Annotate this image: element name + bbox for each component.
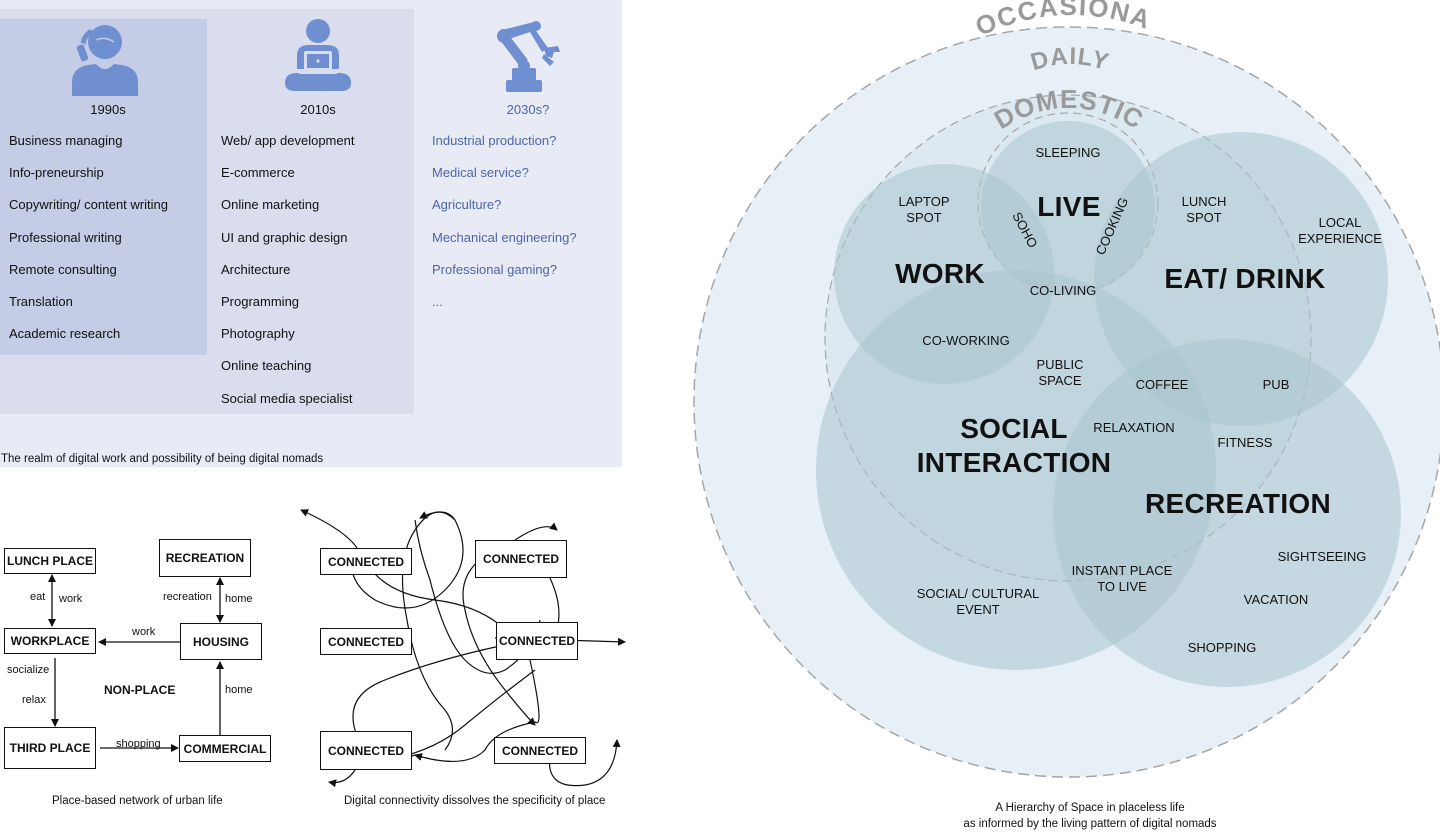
spot-fitness: FITNESS bbox=[1217, 435, 1273, 450]
spot-co-working: CO-WORKING bbox=[922, 333, 1010, 348]
spot-sightseeing: SIGHTSEEING bbox=[1277, 549, 1367, 564]
job-item: Remote consulting bbox=[9, 261, 117, 277]
connected-node: CONNECTED bbox=[320, 731, 412, 770]
job-item: Academic research bbox=[9, 326, 121, 342]
era-label-2030s: 2030s? bbox=[506, 102, 550, 117]
edge-label-relax: relax bbox=[22, 694, 46, 706]
edge-label-socialize: socialize bbox=[7, 664, 50, 676]
job-item: Photography bbox=[221, 326, 295, 342]
zone-label-social: SOCIAL bbox=[960, 413, 1068, 444]
spot-social-cultural-event: SOCIAL/ CULTURAL EVENT bbox=[916, 586, 1040, 617]
edge-label-home: home bbox=[225, 593, 253, 605]
spot-co-living: CO-LIVING bbox=[1029, 283, 1097, 298]
zone-label-interaction: INTERACTION bbox=[916, 447, 1112, 478]
job-item: Industrial production? bbox=[432, 133, 557, 148]
job-list-2010s: Web/ app development E-commerce Online m… bbox=[221, 125, 354, 415]
job-list-2030s: Industrial production? Medical service? … bbox=[432, 125, 577, 318]
spot-local-experience: LOCAL EXPERIENCE bbox=[1298, 215, 1382, 246]
node-third-place: THIRD PLACE bbox=[4, 727, 96, 769]
spot-instant-place: INSTANT PLACE TO LIVE bbox=[1071, 563, 1173, 594]
job-item: UI and graphic design bbox=[221, 229, 348, 245]
job-item: Business managing bbox=[9, 133, 123, 148]
connected-node: CONNECTED bbox=[496, 622, 578, 660]
job-item: Professional gaming? bbox=[432, 261, 558, 277]
spot-lunch: LUNCH SPOT bbox=[1181, 194, 1227, 225]
place-network-caption: Place-based network of urban life bbox=[52, 795, 223, 807]
edge-label-recreation: recreation bbox=[163, 591, 212, 603]
job-item: E-commerce bbox=[221, 165, 295, 181]
job-item: ... bbox=[432, 294, 443, 310]
place-network-edges bbox=[48, 574, 224, 752]
connected-node: CONNECTED bbox=[494, 737, 586, 764]
edge-label-work: work bbox=[132, 626, 156, 638]
spot-sleeping: SLEEPING bbox=[1035, 145, 1101, 160]
digital-network-caption: Digital connectivity dissolves the speci… bbox=[344, 795, 606, 807]
job-item: Info-preneurship bbox=[9, 165, 104, 181]
job-item: Medical service? bbox=[432, 165, 529, 181]
job-item: Architecture bbox=[221, 261, 291, 277]
job-item: Mechanical engineering? bbox=[432, 229, 577, 245]
spot-relaxation: RELAXATION bbox=[1093, 420, 1175, 435]
node-recreation: RECREATION bbox=[159, 539, 251, 577]
job-item: Online teaching bbox=[221, 358, 312, 374]
hierarchy-caption-line2: as informed by the living pattern of dig… bbox=[963, 818, 1217, 830]
era-label-1990s: 1990s bbox=[90, 102, 126, 117]
node-workplace: WORKPLACE bbox=[4, 628, 96, 654]
job-item: Web/ app development bbox=[221, 133, 355, 148]
job-item: Online marketing bbox=[221, 197, 320, 213]
job-item: Social media specialist bbox=[221, 390, 353, 406]
job-item: Programming bbox=[221, 294, 300, 310]
spot-vacation: VACATION bbox=[1243, 592, 1309, 607]
node-housing: HOUSING bbox=[180, 623, 262, 660]
edge-label-eat: eat bbox=[30, 591, 46, 603]
spot-pub: PUB bbox=[1262, 377, 1290, 392]
spot-public-space: PUBLIC SPACE bbox=[1036, 357, 1084, 388]
phone-worker-icon bbox=[72, 25, 138, 96]
non-place-label: NON-PLACE bbox=[104, 683, 176, 697]
recreation-circle bbox=[1053, 339, 1401, 687]
spot-coffee: COFFEE bbox=[1135, 377, 1189, 392]
connected-node: CONNECTED bbox=[320, 548, 412, 575]
node-commercial: COMMERCIAL bbox=[179, 735, 271, 762]
job-list-1990s: Business managing Info-preneurship Copyw… bbox=[9, 125, 168, 350]
edge-label-shopping: shopping bbox=[116, 738, 161, 750]
zone-label-work: WORK bbox=[895, 258, 985, 289]
job-item: Professional writing bbox=[9, 229, 122, 245]
era-label-2010s: 2010s bbox=[300, 102, 336, 117]
work-realm-caption: The realm of digital work and possibilit… bbox=[1, 453, 324, 465]
zone-label-recreation: RECREATION bbox=[1144, 488, 1332, 519]
job-item: Agriculture? bbox=[432, 197, 502, 213]
zone-label-live: LIVE bbox=[1037, 191, 1101, 222]
job-item: Translation bbox=[9, 294, 73, 310]
robot-arm-icon bbox=[497, 21, 560, 92]
edge-label-home: home bbox=[225, 684, 253, 696]
job-item: Copywriting/ content writing bbox=[9, 197, 168, 213]
zone-label-eat-drink: EAT/ DRINK bbox=[1164, 263, 1326, 294]
hierarchy-venn-diagram: OCCASIONAL DAILY DOMESTIC SOHO COOKING bbox=[680, 0, 1440, 778]
hierarchy-caption-line1: A Hierarchy of Space in placeless life bbox=[995, 802, 1185, 814]
spot-laptop: LAPTOP SPOT bbox=[898, 194, 950, 225]
edge-label-work: work bbox=[59, 593, 83, 605]
connected-node: CONNECTED bbox=[475, 540, 567, 578]
connected-node: CONNECTED bbox=[320, 628, 412, 655]
node-lunch-place: LUNCH PLACE bbox=[4, 548, 96, 574]
spot-shopping: SHOPPING bbox=[1187, 640, 1257, 655]
laptop-worker-icon bbox=[285, 19, 351, 91]
